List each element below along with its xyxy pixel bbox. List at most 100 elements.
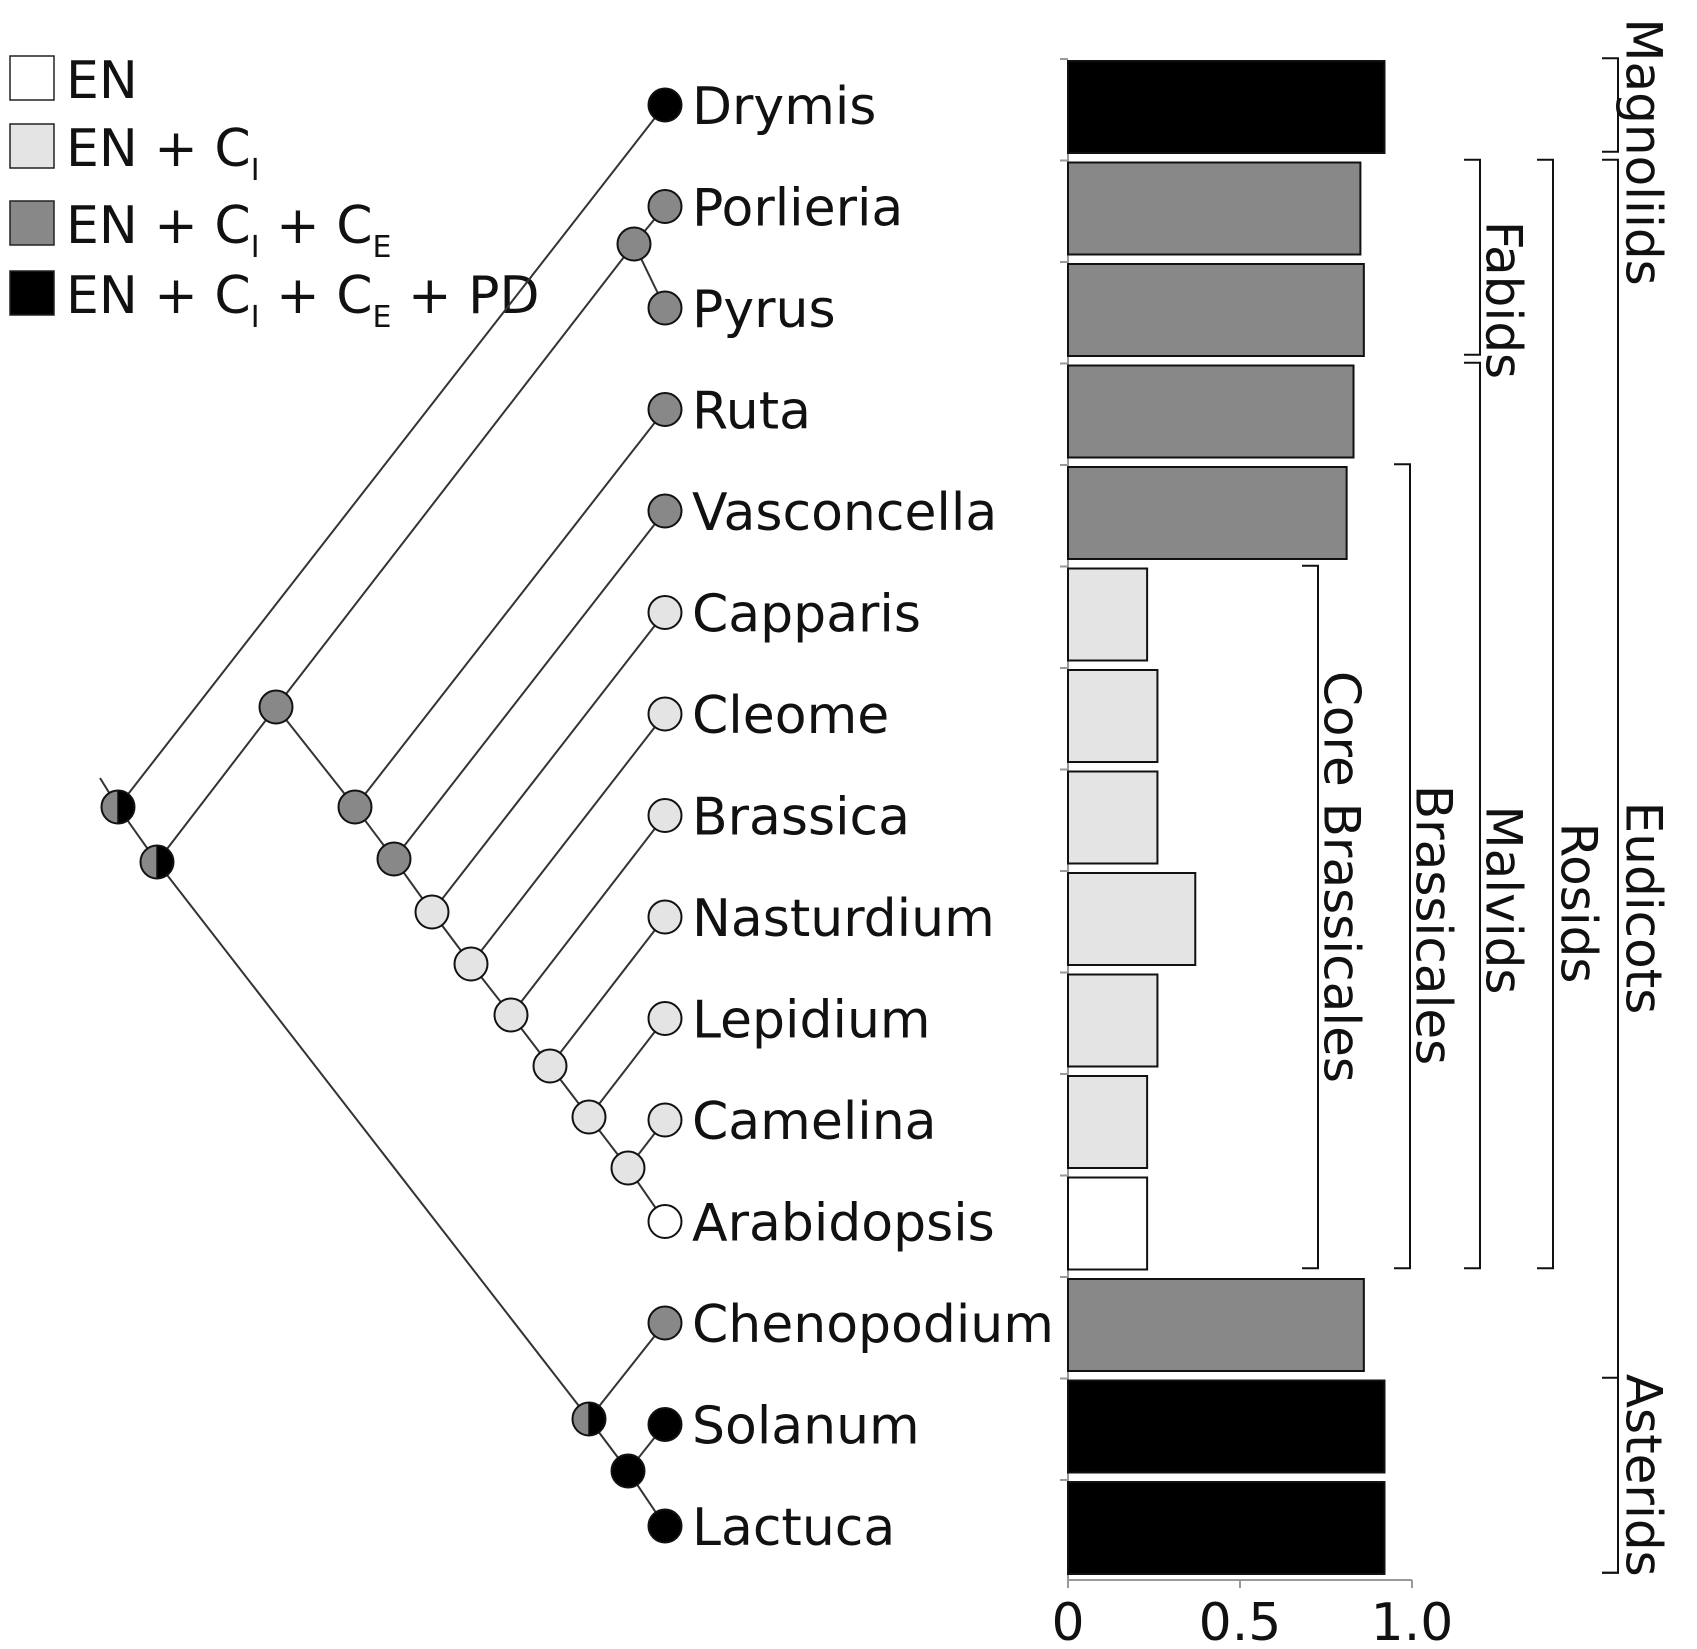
bar-lactuca xyxy=(1067,1481,1386,1575)
bar-capparis xyxy=(1067,567,1149,662)
x-tick-label-1: 0.5 xyxy=(1199,1593,1282,1649)
taxon-label-capparis: Capparis xyxy=(692,585,921,645)
legend-swatch xyxy=(9,55,55,101)
taxon-label-ruta: Ruta xyxy=(692,382,811,442)
taxon-label-pyrus: Pyrus xyxy=(692,280,836,340)
clade-label-fabids: Fabids xyxy=(1475,221,1533,379)
clade-label-eudicots: Eudicots xyxy=(1615,802,1673,1015)
bar-brassica xyxy=(1067,770,1159,865)
bar-pyrus xyxy=(1067,263,1365,357)
legend-item-en-ci-ce: EN + CI + CE xyxy=(9,196,391,265)
taxon-label-chenopodium: Chenopodium xyxy=(692,1295,1054,1355)
leaf-node-porlieria xyxy=(647,189,683,224)
branch-n_core-capparis xyxy=(431,611,666,913)
node-n-c3 xyxy=(493,997,529,1033)
clade-label-asterids: Asterids xyxy=(1615,1374,1673,1577)
node-n-ast xyxy=(571,1401,607,1437)
taxon-label-brassica: Brassica xyxy=(692,788,910,848)
leaf-node-camelina xyxy=(647,1102,683,1138)
clade-bracket-core-brassicales: Core Brassicales xyxy=(1302,564,1371,1270)
node-n-c5 xyxy=(571,1099,607,1135)
legend-label: EN + CI xyxy=(66,119,260,188)
bar-vasconcella xyxy=(1067,466,1348,560)
bar-cleome xyxy=(1067,669,1159,763)
clade-bracket-malvids: Malvids xyxy=(1464,361,1533,1270)
branch-n_rosids-n-malv xyxy=(275,706,356,808)
bar-camelina xyxy=(1067,1075,1149,1169)
clade-label-brassicales: Brassicales xyxy=(1405,785,1463,1065)
leaf-node-drymis xyxy=(647,87,683,123)
legend-label: EN xyxy=(66,51,138,111)
node-n-fab xyxy=(616,226,652,262)
legend-label: EN + CI + CE + PD xyxy=(66,266,540,335)
branch-n_eud-n-ast xyxy=(156,861,590,1420)
leaf-node-pyrus xyxy=(647,290,683,326)
leaf-node-nasturdium xyxy=(647,899,683,935)
taxon-label-vasconcella: Vasconcella xyxy=(692,483,997,543)
taxon-labels: DrymisPorlieriaPyrusRutaVasconcellaCappa… xyxy=(692,77,1054,1558)
leaf-node-vasconcella xyxy=(647,493,683,529)
branch-n_c2-cleome xyxy=(470,713,666,965)
branch-n_malv-ruta xyxy=(354,408,666,808)
taxon-label-solanum: Solanum xyxy=(692,1397,920,1457)
bar-ruta xyxy=(1067,364,1355,459)
taxon-label-cleome: Cleome xyxy=(692,686,889,746)
branch-n_rosids-n-fab xyxy=(275,243,635,708)
leaf-node-arabidopsis xyxy=(647,1204,683,1239)
x-tick-label-0: 0 xyxy=(1051,1593,1084,1649)
taxon-label-arabidopsis: Arabidopsis xyxy=(692,1194,995,1254)
node-n-ast2 xyxy=(610,1453,646,1489)
bar-arabidopsis xyxy=(1067,1176,1149,1271)
leaf-node-brassica xyxy=(647,798,683,833)
branch-n_bras-vasconcella xyxy=(393,510,666,860)
node-n-c4 xyxy=(532,1048,568,1084)
legend-item-en-ci-ce-pd: EN + CI + CE + PD xyxy=(9,266,540,335)
clade-bracket-magnoliids: Magnoliids xyxy=(1602,18,1673,286)
branch-n_c3-brassica xyxy=(510,814,666,1016)
taxon-label-camelina: Camelina xyxy=(692,1092,937,1152)
legend-item-en-ci: EN + CI xyxy=(9,119,260,188)
legend-label: EN + CI + CE xyxy=(66,196,391,265)
legend-swatch xyxy=(9,270,55,316)
leaf-node-lactuca xyxy=(647,1508,683,1544)
bar-porlieria xyxy=(1067,161,1362,256)
clade-bracket-eudicots: Eudicots xyxy=(1602,158,1673,1574)
legend-swatch xyxy=(9,200,55,246)
clade-label-core-brassicales: Core Brassicales xyxy=(1313,671,1371,1083)
clade-bracket-brassicales: Brassicales xyxy=(1394,463,1463,1270)
legend-swatch xyxy=(9,123,55,169)
node-n-malv xyxy=(337,789,373,825)
clade-bracket-rosids: Rosids xyxy=(1537,158,1608,1270)
branch-n_eud-n-rosids xyxy=(156,706,277,863)
taxon-label-lepidium: Lepidium xyxy=(692,991,931,1051)
taxon-label-drymis: Drymis xyxy=(692,77,876,137)
clade-brackets: Core Brassicales Brassicales FabidsMalvids… xyxy=(1302,18,1673,1577)
clade-bracket-fabids: Fabids xyxy=(1464,158,1533,379)
clade-label-malvids: Malvids xyxy=(1475,806,1533,995)
node-n-bras xyxy=(376,841,412,877)
branch-n_ast-chenopodium xyxy=(588,1322,666,1420)
legend-item-en: EN xyxy=(9,51,138,111)
node-n-eud xyxy=(139,844,175,880)
bar-chart: 0 0.5 1.0 xyxy=(1051,58,1454,1649)
bar-chenopodium xyxy=(1067,1278,1365,1372)
bar-solanum xyxy=(1067,1379,1386,1474)
node-n-c6 xyxy=(610,1150,646,1186)
clade-label-rosids: Rosids xyxy=(1550,823,1608,984)
clade-label-magnoliids: Magnoliids xyxy=(1615,18,1673,285)
node-n-core xyxy=(414,894,450,930)
taxon-label-lactuca: Lactuca xyxy=(692,1498,895,1558)
node-n-c2 xyxy=(453,946,489,982)
bar-lepidium xyxy=(1067,973,1159,1068)
leaf-node-ruta xyxy=(647,392,683,427)
bar-drymis xyxy=(1067,60,1386,154)
tree-nodes xyxy=(100,87,683,1544)
leaf-node-cleome xyxy=(647,696,683,732)
leaf-node-lepidium xyxy=(647,1001,683,1036)
x-tick-label-2: 1.0 xyxy=(1371,1593,1454,1649)
phylogenetic-tree: DrymisPorlieriaPyrusRutaVasconcellaCappa… xyxy=(99,77,1054,1558)
leaf-node-capparis xyxy=(647,595,683,630)
clade-bracket-asterids: Asterids xyxy=(1602,1374,1673,1577)
branch-root-drymis xyxy=(117,104,666,808)
